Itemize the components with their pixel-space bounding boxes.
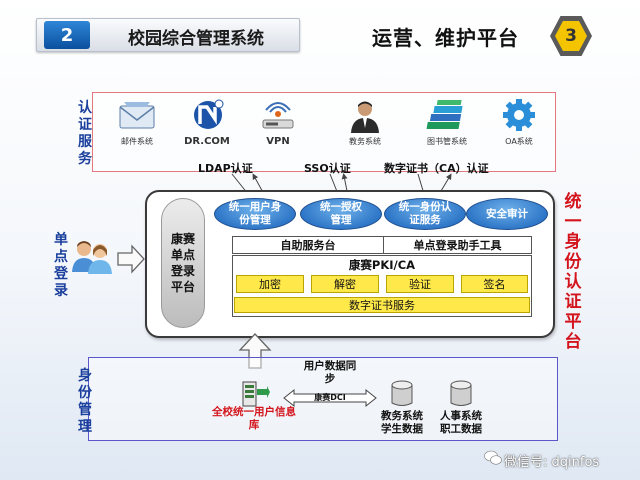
vpn-text: VPN — [266, 136, 290, 147]
sso-platform-pill: 康赛单点登录平台 — [161, 198, 205, 328]
sso-helper-tool: 单点登录助手工具 — [383, 236, 532, 254]
page-number-hex: 3 — [550, 16, 592, 56]
auth-item-library: 图书管系统 — [418, 98, 476, 147]
auth-item-drcom: DR.COM — [178, 98, 236, 147]
page-title: 运营、维护平台 — [372, 26, 519, 50]
oval-user-identity: 统一用户身份管理 — [214, 198, 296, 230]
system-data: 职工数据 — [440, 423, 482, 435]
drcom-logo — [186, 98, 228, 134]
oval-authorization: 统一授权管理 — [300, 198, 382, 230]
single-sign-on-label: 单点登录 — [54, 232, 68, 299]
system-name: 人事系统 — [440, 410, 482, 422]
oval-label: 安全审计 — [486, 207, 528, 220]
sso-arrow-right-icon — [116, 244, 146, 278]
digital-cert-service: 数字证书服务 — [234, 297, 530, 313]
wechat-icon — [484, 450, 502, 470]
oval-security-audit: 安全审计 — [466, 198, 548, 230]
pki-encrypt: 加密 — [236, 275, 304, 293]
auth-services-box — [92, 92, 556, 172]
unified-user-db-label: 全校统一用户信息库 — [212, 406, 296, 431]
auth-item-mail: 邮件系统 — [108, 98, 166, 147]
watermark-text: 微信号: dqinfos — [504, 455, 600, 470]
section-number-badge: 2 — [44, 21, 90, 49]
pki-sign: 签名 — [461, 275, 528, 293]
self-service-desk: 自助服务台 — [232, 236, 384, 254]
vpn-icon — [257, 98, 299, 134]
auth-item-label: 教务系统 — [349, 137, 381, 146]
academic-db-icon — [390, 380, 414, 412]
users-icon — [70, 238, 114, 276]
auth-item-academic: 教务系统 — [336, 98, 394, 147]
oval-identity-auth: 统一身份认证服务 — [384, 198, 466, 230]
hr-system-label: 人事系统 职工数据 — [427, 410, 495, 436]
user-admin-icon — [344, 98, 386, 134]
protocol-ca: 数字证书（CA）认证 — [384, 162, 489, 175]
user-data-sync-label: 用户数据同步 — [303, 360, 357, 385]
sso-platform-label: 康赛单点登录平台 — [170, 232, 195, 294]
mail-icon — [116, 98, 158, 134]
auth-services-label: 认证服务 — [78, 100, 92, 167]
auth-item-vpn: VPN — [249, 98, 307, 147]
gear-icon — [498, 98, 540, 134]
auth-item-label: 邮件系统 — [121, 137, 153, 146]
pki-decrypt: 解密 — [311, 275, 379, 293]
dci-label: 康赛DCI — [314, 393, 346, 402]
oval-label: 统一授权管理 — [320, 201, 362, 226]
user-database-icon — [240, 381, 270, 411]
oval-label: 统一身份认证服务 — [398, 201, 452, 226]
academic-system-label: 教务系统 学生数据 — [368, 410, 436, 436]
oval-label: 统一用户身份管理 — [228, 201, 282, 226]
identity-management-label: 身份管理 — [78, 368, 92, 435]
system-data: 学生数据 — [381, 423, 423, 435]
protocol-sso: SSO认证 — [304, 162, 351, 175]
auth-item-oa: OA系统 — [490, 98, 548, 147]
unified-auth-platform-label: 统一身份认证平台 — [564, 192, 582, 352]
system-name: 教务系统 — [381, 410, 423, 422]
hr-db-icon — [449, 380, 473, 412]
dci-sync-arrow — [282, 388, 378, 412]
protocol-ldap: LDAP认证 — [198, 162, 253, 175]
data-up-arrow-icon — [238, 332, 272, 374]
books-icon — [426, 98, 468, 134]
drcom-text: DR.COM — [184, 136, 230, 147]
pki-ca-title: 康赛PKI/CA — [348, 258, 416, 272]
auth-item-label: 图书管系统 — [427, 137, 467, 146]
auth-item-label: OA系统 — [505, 137, 533, 146]
pki-verify: 验证 — [386, 275, 454, 293]
system-title: 校园综合管理系统 — [128, 29, 264, 49]
